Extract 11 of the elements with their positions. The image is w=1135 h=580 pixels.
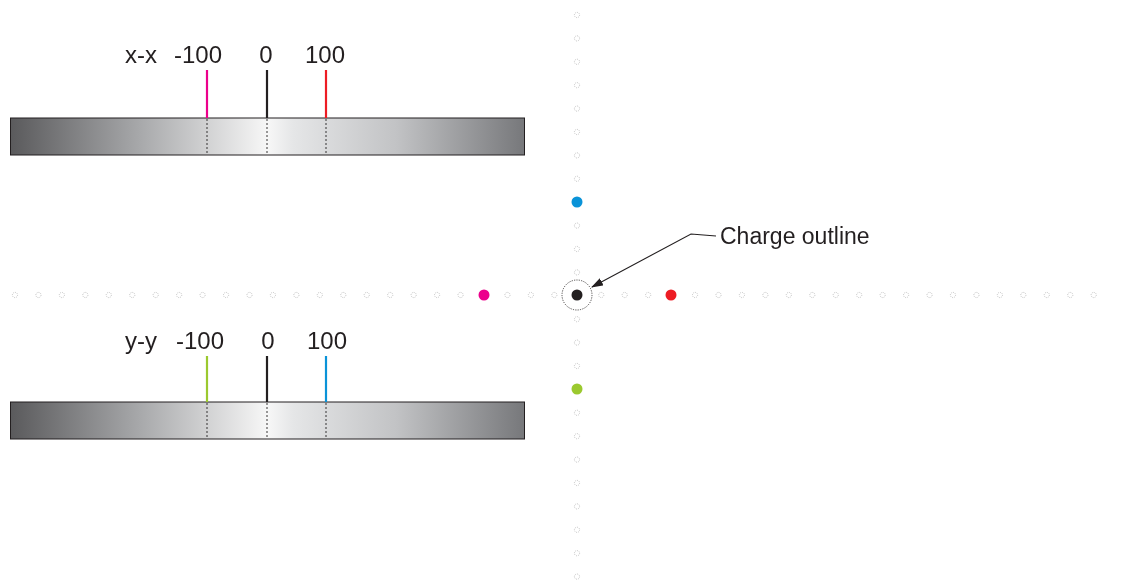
callout-text: Charge outline <box>720 222 900 250</box>
tick-label: -100 <box>174 43 222 67</box>
tick-label: -100 <box>176 329 224 353</box>
tick-label: 0 <box>261 329 275 353</box>
leader-arrow <box>591 233 717 288</box>
charge-circle <box>561 279 593 311</box>
tick-label: 100 <box>307 329 347 353</box>
axis-label: y-y <box>125 329 157 353</box>
axis-label: x-x <box>125 43 157 67</box>
tick-label: 100 <box>305 43 345 67</box>
tick-label: 0 <box>259 43 273 67</box>
